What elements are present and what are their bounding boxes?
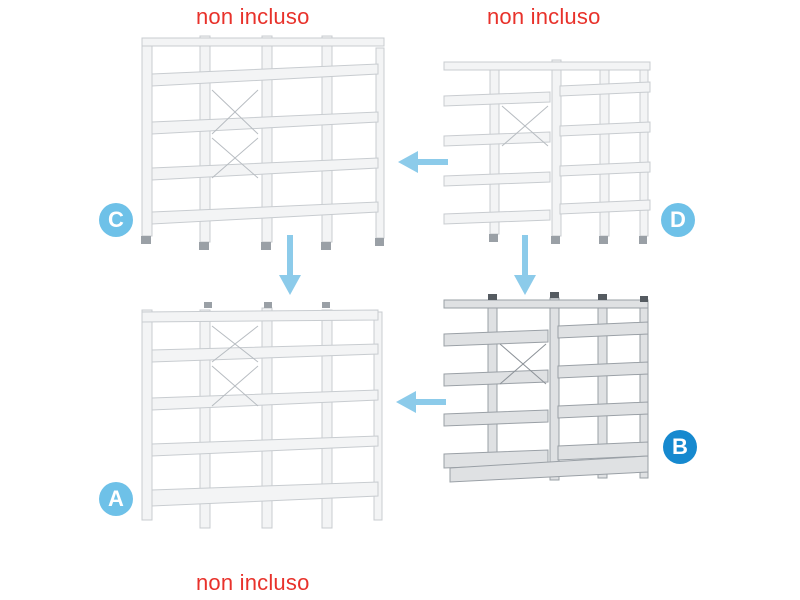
label-badge-d: D	[661, 203, 695, 237]
arrow-left-icon	[396, 391, 446, 413]
label-badge-b: B	[663, 430, 697, 464]
shelving-unit-d	[443, 59, 651, 244]
arrow-down-icon	[514, 235, 536, 295]
caption-not-included-a: non incluso	[196, 570, 310, 595]
label-badge-c: C	[99, 203, 133, 237]
arrow-down-icon	[279, 235, 301, 295]
caption-not-included-c: non incluso	[196, 4, 310, 29]
shelving-unit-c	[141, 35, 385, 250]
caption-not-included-d: non incluso	[487, 4, 601, 29]
label-badge-a: A	[99, 482, 133, 516]
shelving-unit-b	[443, 292, 649, 483]
arrow-left-icon	[398, 151, 448, 173]
shelving-unit-a	[141, 302, 383, 529]
